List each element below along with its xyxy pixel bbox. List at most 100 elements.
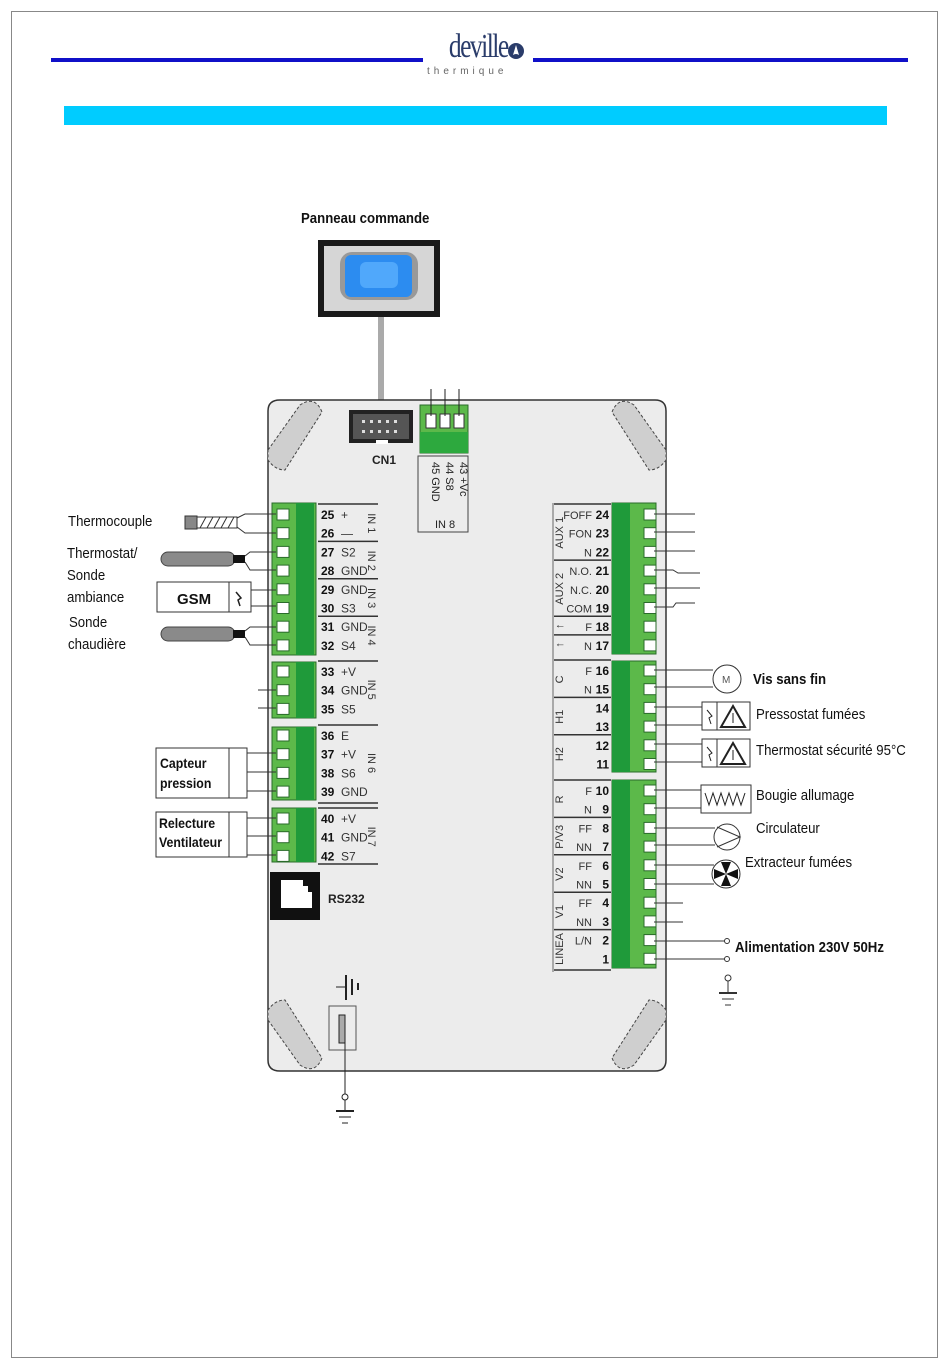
terminal-screw [276,639,290,652]
panel-cable [378,317,384,414]
pin-number: 17 [596,639,610,653]
terminal-block-shade [612,661,630,772]
pin-name: NN [576,842,592,854]
pin-number: 39 [321,785,335,799]
page-border [11,11,938,1358]
gsm-module [156,581,276,613]
pin-name: GND [341,684,368,698]
pin-number: 31 [321,620,335,634]
pin-name: FOFF [563,510,592,522]
terminal-screw [643,639,657,652]
control-panel [318,240,440,317]
terminal-screw [276,545,290,558]
in5-wires [258,689,276,709]
pin-number: 30 [321,602,335,616]
circulator-label: Circulateur [756,820,820,837]
thermostat-label-2: Sonde [67,567,106,584]
terminal-screw [643,758,657,770]
pin-name: E [341,729,349,743]
pressure-sensor [155,747,276,799]
pin-number: 12 [596,739,610,753]
pin-number: 35 [321,702,335,716]
pin-name: N.O. [569,566,592,578]
group-label: LINEA [554,932,566,964]
pin-name: L/N [575,936,592,948]
pin-number: 25 [321,508,335,522]
group-label: C [554,675,566,683]
pin-name: N [584,641,592,653]
terminal-screw [276,849,290,862]
group-label: IN 2 [365,551,377,571]
in8-pin-label: 45 GND [429,462,441,502]
pressure-switch-label: Pressostat fumées [756,706,866,723]
terminal-screw [643,720,657,733]
pin-name: N [584,685,592,697]
group-label: P/V3 [554,825,566,849]
terminal-screw [276,527,290,540]
cn1-label: CN1 [372,453,396,467]
igniter-label: Bougie allumage [756,787,855,804]
pin-name: NN [576,880,592,892]
thermostat-probe [160,551,276,571]
pin-number: 41 [321,831,335,845]
terminal-screw [276,702,290,715]
pin-name: +V [341,748,356,762]
terminal-screw [643,739,657,752]
thermostat-label-1: Thermostat/ [67,545,138,562]
terminal-screw [276,508,290,521]
pin-name: N [584,547,592,559]
pin-name: +V [341,812,356,826]
pin-number: 13 [596,720,610,734]
auger-label: Vis sans fin [753,671,827,688]
safety-thermostat-label: Thermostat sécurité 95°C [756,742,906,759]
terminal-screw [276,583,290,596]
pin-name: S3 [341,602,356,616]
pin-name: GND [341,831,368,845]
terminal-screw [643,915,657,928]
pin-name: +V [341,665,356,679]
v1-wires [654,902,683,923]
brand-name: deville [448,28,509,65]
pin-name: N [584,805,592,817]
group-label: V1 [554,905,566,918]
group-label: AUX 2 [554,573,566,605]
pin-number: 22 [596,545,610,559]
pin-name: NN [576,917,592,929]
pin-number: 42 [321,849,335,863]
group-label: IN 4 [365,625,377,645]
thermocouple-probe [184,513,276,534]
terminal-screw [643,840,657,853]
terminal-screw [643,583,657,596]
terminal-screw [643,564,657,577]
pin-number: 32 [321,639,335,653]
pressure-sensor-label-2: pression [160,775,212,791]
safety-thermostat-icon [654,738,751,768]
flame-logo-icon [508,43,524,59]
terminal-screw [276,831,290,844]
pin-name: — [341,527,353,541]
pin-name: S2 [341,545,356,559]
aux-wires [654,513,700,608]
terminal-screw [276,729,290,742]
cn1-connector [349,410,413,444]
pin-number: 10 [596,784,610,798]
header-line-left [51,58,426,62]
pin-number: 26 [321,527,335,541]
terminal-screw [643,527,657,540]
in8-pin-label: 44 S8 [443,462,455,491]
group-label: IN 1 [365,513,377,533]
group-label: IN 7 [365,827,377,847]
pin-number: 23 [596,527,610,541]
brand-subtitle: thermique [427,66,508,77]
pin-number: 20 [596,583,610,597]
pin-number: 8 [602,821,609,835]
pin-name: S5 [341,702,356,716]
pin-name: F [585,666,592,678]
terminal-block-shade [296,808,314,862]
fan-readback-label-2: Ventilateur [159,834,223,850]
circulator-pump-icon [654,823,742,851]
board-foot-tr [611,400,667,471]
boiler-probe-label-2: chaudière [68,636,126,653]
